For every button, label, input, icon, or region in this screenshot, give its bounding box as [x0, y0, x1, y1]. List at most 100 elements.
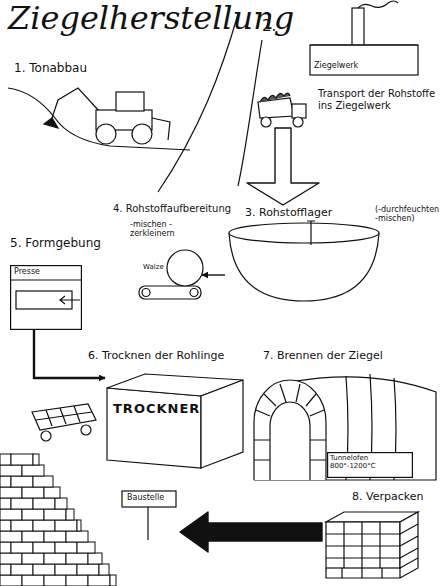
node-text: -mischen -zerkleinern — [130, 220, 190, 238]
brick — [11, 542, 33, 553]
brick — [66, 575, 88, 586]
brick — [44, 575, 66, 586]
press-arrow — [60, 296, 80, 304]
node-heading: Tunnelofen 800°-1200°C — [330, 454, 410, 470]
dryer-box: 6. Trocknen der RohlingeTROCKNER — [105, 372, 245, 470]
brick — [66, 509, 74, 520]
brick — [33, 454, 39, 465]
road-edge — [158, 14, 238, 192]
brick — [55, 520, 77, 531]
excavator-arm — [52, 88, 100, 118]
pallet-boards — [326, 558, 418, 578]
node-shape — [138, 248, 202, 302]
brick — [0, 498, 11, 509]
belt-roller — [190, 289, 198, 297]
label-box-outline — [328, 453, 413, 478]
node-heading: 5. Formgebung — [10, 237, 101, 251]
truck-wheel — [261, 117, 271, 127]
node-shape — [322, 508, 422, 580]
chimney — [352, 8, 364, 46]
flow-arrow — [247, 128, 319, 205]
brick — [44, 531, 66, 542]
brick — [0, 465, 22, 476]
node-shape — [105, 372, 245, 470]
diagram-title: Ziegelherstellung — [8, 0, 294, 37]
brick — [0, 542, 11, 553]
brick — [0, 487, 22, 498]
building-outline — [310, 45, 418, 75]
excavator-bucket — [44, 118, 58, 128]
brick — [0, 553, 22, 564]
node-heading: 8. Verpacken — [352, 491, 423, 504]
brick — [88, 553, 102, 564]
brick — [33, 498, 55, 509]
flow-arrow — [180, 512, 322, 552]
smoke — [358, 1, 398, 8]
brick — [66, 531, 88, 542]
node-heading: Baustelle — [127, 493, 164, 502]
brick — [0, 476, 11, 487]
packed-pallet: 8. Verpacken — [322, 508, 422, 580]
brick — [0, 520, 11, 531]
step-number: 2. — [262, 18, 276, 35]
pallet-front — [326, 522, 400, 568]
brick — [11, 520, 33, 531]
node-heading: Ziegelwerk — [314, 61, 358, 70]
brick — [22, 465, 44, 476]
brick — [11, 498, 33, 509]
brick — [55, 542, 77, 553]
brick — [77, 564, 99, 575]
press-divider — [10, 279, 82, 280]
kiln-arch — [254, 380, 326, 480]
node-heading: 7. Brennen der Ziegel — [263, 350, 383, 363]
brick — [0, 575, 22, 586]
press-outline — [11, 266, 82, 330]
cart-bricks — [36, 406, 92, 426]
brick — [22, 553, 44, 564]
brick-grid — [326, 522, 418, 568]
kiln-opening — [270, 402, 310, 480]
press-box: 5. FormgebungPresse — [10, 265, 82, 330]
road-edge — [238, 40, 262, 186]
node-heading: 4. Rohstoffaufbereitung — [113, 203, 231, 215]
brick — [22, 487, 44, 498]
node-heading: 3. Rohstofflager — [245, 207, 332, 220]
kiln-body — [254, 377, 436, 480]
brick — [22, 575, 44, 586]
node-text: Presse — [14, 267, 40, 276]
excavator-cab — [116, 92, 144, 111]
brick — [22, 509, 44, 520]
brick — [110, 575, 116, 586]
brick — [33, 520, 55, 531]
brick — [11, 454, 33, 465]
brick — [88, 575, 110, 586]
node-shape — [225, 205, 383, 305]
brick — [99, 564, 109, 575]
vat-pipe — [307, 221, 315, 245]
cart-wheel — [81, 425, 91, 435]
excavator-wheel — [132, 124, 152, 144]
building-roof — [310, 44, 418, 45]
roller — [167, 250, 203, 286]
ground-slope — [8, 88, 190, 150]
brick — [22, 531, 44, 542]
dryer-front — [107, 388, 201, 468]
brick — [44, 553, 66, 564]
brick — [11, 476, 33, 487]
cart-wheel — [41, 431, 51, 441]
brick — [44, 487, 60, 498]
kiln-label-box: Tunnelofen 800°-1200°C — [327, 452, 413, 478]
brick-wall — [0, 454, 116, 586]
brick — [0, 564, 11, 575]
node-text: TROCKNER — [113, 402, 200, 417]
roller-conveyor: 4. Rohstoffaufbereitung-mischen -zerklei… — [138, 248, 202, 302]
flow-connector — [202, 274, 225, 275]
brick — [66, 553, 88, 564]
truck-load — [260, 93, 290, 102]
brick — [0, 454, 11, 465]
kiln-bricks — [254, 384, 326, 460]
conveyor-belt — [139, 286, 201, 299]
site-sign: Baustelle — [118, 490, 180, 540]
node-heading: 6. Trocknen der Rohlinge — [88, 350, 224, 363]
factory-building: Ziegelwerk — [270, 45, 420, 128]
